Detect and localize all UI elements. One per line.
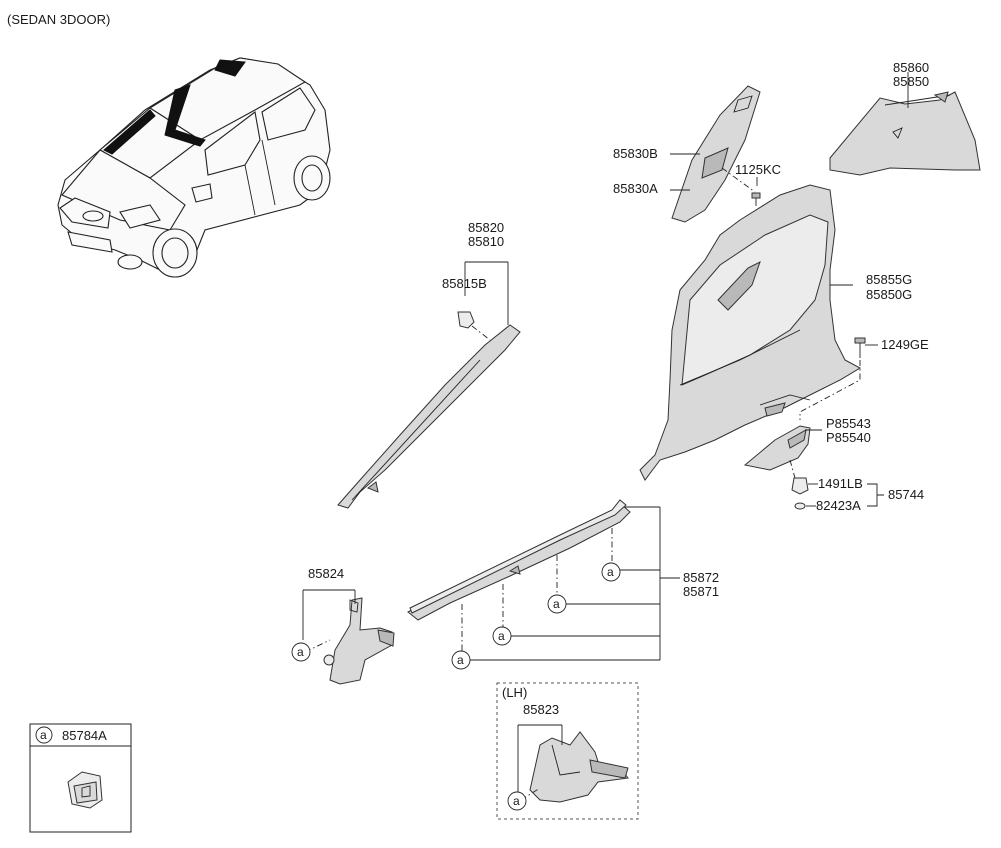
diagram-title: (SEDAN 3DOOR) — [7, 12, 110, 27]
car-illustration — [57, 57, 331, 278]
label-1125KC: 1125KC — [735, 162, 781, 177]
label-85850G: 85850G — [866, 287, 912, 302]
part-85820-85810 — [337, 324, 521, 509]
label-85820: 85820 — [468, 220, 504, 235]
bracket-85820 — [464, 261, 509, 325]
callout-a-4: a — [451, 650, 471, 670]
svg-text:a: a — [513, 794, 520, 808]
label-82423A: 82423A — [816, 498, 861, 513]
label-85830B: 85830B — [613, 146, 658, 161]
label-1491LB: 1491LB — [818, 476, 863, 491]
part-85872-85871 — [407, 499, 631, 621]
callout-a-6: a — [507, 791, 527, 811]
part-P85543-P85540 — [743, 425, 822, 479]
svg-text:a: a — [457, 653, 464, 667]
label-85850: 85850 — [893, 74, 929, 89]
part-85830 — [671, 85, 761, 223]
bolt-1125KC — [721, 167, 761, 206]
svg-text:a: a — [297, 645, 304, 659]
lh-box — [496, 682, 639, 820]
bracket-85744 — [867, 483, 884, 507]
svg-text:a: a — [498, 629, 505, 643]
label-85872: 85872 — [683, 570, 719, 585]
svg-text:a: a — [607, 565, 614, 579]
part-85824 — [323, 597, 395, 685]
label-85860: 85860 — [893, 60, 929, 75]
clip-85815B — [457, 311, 491, 341]
callout-a-2: a — [547, 594, 567, 614]
label-85824: 85824 — [308, 566, 344, 581]
screw-1249GE — [799, 337, 878, 420]
bracket-85824 — [302, 589, 356, 640]
legend-part-number: 85784A — [62, 728, 107, 743]
legend-box: a 85784A — [29, 723, 132, 833]
part-85860-85850 — [829, 72, 981, 176]
clip-1491LB — [791, 477, 818, 495]
label-P85540: P85540 — [826, 430, 871, 445]
label-P85543: P85543 — [826, 416, 871, 431]
label-85823: 85823 — [523, 702, 559, 717]
label-85815B: 85815B — [442, 276, 487, 291]
callout-a-3: a — [492, 626, 512, 646]
label-85744: 85744 — [888, 487, 924, 502]
part-85855G-85850G — [639, 184, 862, 481]
part-85823 — [529, 731, 629, 803]
bracket-85823 — [517, 724, 563, 795]
svg-text:a: a — [553, 597, 560, 611]
label-85830A: 85830A — [613, 181, 658, 196]
label-85855G: 85855G — [866, 272, 912, 287]
label-lh: (LH) — [502, 685, 527, 700]
label-85810: 85810 — [468, 234, 504, 249]
legend-letter: a — [40, 728, 47, 742]
callout-a-1: a — [601, 562, 621, 582]
label-1249GE: 1249GE — [881, 337, 929, 352]
label-85871: 85871 — [683, 584, 719, 599]
callout-a-5: a — [291, 642, 311, 662]
washer-82423A — [794, 502, 816, 510]
